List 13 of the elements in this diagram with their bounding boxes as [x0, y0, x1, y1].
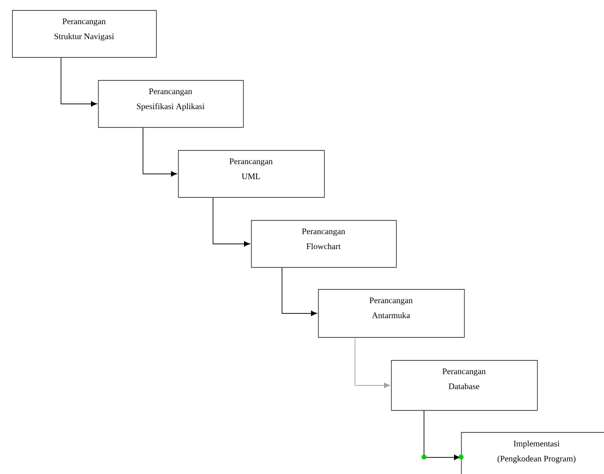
process-box: Perancangan Database: [391, 360, 538, 411]
arrow: [142, 127, 178, 177]
arrow: [60, 57, 98, 107]
arrow: [282, 267, 318, 316]
process-box: Perancangan Spesifikasi Aplikasi: [98, 80, 244, 128]
process-box: Perancangan Antarmuka: [318, 289, 465, 338]
process-box: Perancangan Struktur Navigasi: [12, 10, 157, 58]
arrow: [212, 197, 250, 247]
process-box: Implementasi (Pengkodean Program): [461, 432, 604, 474]
arrow: [354, 337, 390, 388]
process-box: Perancangan UML: [178, 150, 325, 198]
arrow: [422, 410, 464, 460]
process-box: Perancangan Flowchart: [251, 220, 397, 268]
